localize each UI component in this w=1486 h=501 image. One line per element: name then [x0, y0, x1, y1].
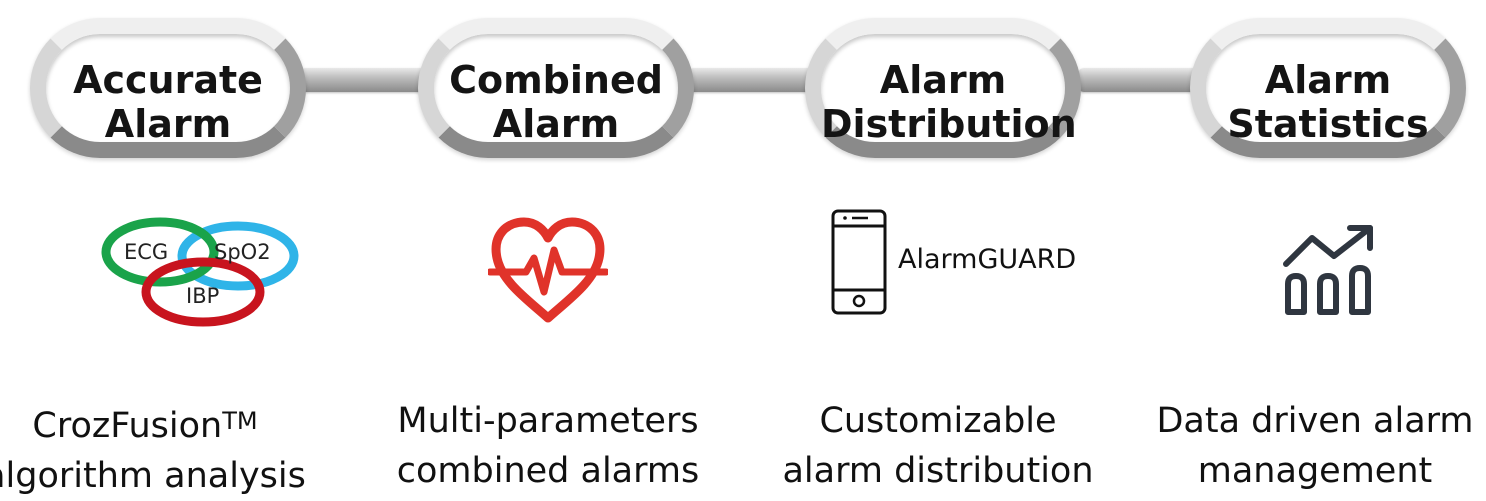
caption-line1: Multi-parameters: [397, 401, 699, 441]
bar-left: [1285, 273, 1307, 315]
smartphone-svg: [831, 209, 887, 315]
caption-line1: CrozFusionTM: [0, 396, 310, 451]
heart-outline: [491, 217, 605, 323]
chain-link-alarm-statistics: Alarm Statistics: [1190, 18, 1466, 158]
ibp-label: IBP: [186, 284, 219, 308]
ibp-ring: [141, 257, 265, 327]
caption-line1-text: CrozFusion: [32, 406, 223, 446]
link-label-line1: Combined: [449, 58, 663, 102]
link-label-line2: Statistics: [1227, 102, 1429, 146]
caption-data-driven: Data driven alarm management: [1150, 396, 1480, 496]
trend-line: [1283, 225, 1373, 267]
heart-pulse-icon: [488, 200, 608, 330]
phone-body: [831, 209, 887, 315]
caption-customizable: Customizable alarm distribution: [773, 396, 1103, 496]
chain-connector: [688, 68, 828, 92]
heart-pulse-svg: [488, 217, 608, 323]
fusion-rings-svg: ECG SpO2 IBP: [101, 217, 299, 327]
spo2-label: SpO2: [214, 240, 271, 264]
caption-line2: combined alarms: [396, 451, 700, 491]
link-label: Alarm Statistics: [1206, 58, 1450, 146]
link-label-line2: Alarm: [104, 102, 232, 146]
chain-link-alarm-distribution: Alarm Distribution: [805, 18, 1081, 158]
caption-line2: algorithm analysis: [0, 456, 306, 496]
statistics-chart-svg: [1283, 225, 1373, 315]
phone-camera: [843, 216, 847, 220]
alarmguard-label: AlarmGUARD: [898, 244, 1077, 275]
caption-line2: alarm distribution: [782, 451, 1094, 491]
link-label-line1: Accurate: [73, 58, 263, 102]
statistics-chart-icon: [1282, 200, 1382, 330]
link-label-line2: Alarm: [492, 102, 620, 146]
caption-multi-parameters: Multi-parameters combined alarms: [383, 396, 713, 496]
link-label: Combined Alarm: [434, 58, 678, 146]
trend-arrow-head: [1347, 225, 1373, 251]
smartphone-icon: [830, 200, 890, 330]
link-label: Alarm Distribution: [821, 58, 1077, 146]
link-label-line1: Alarm: [879, 58, 1007, 102]
caption-line2: management: [1197, 451, 1433, 491]
spo2-ring: [177, 221, 299, 291]
ecg-ring: [101, 217, 219, 287]
chain-link-combined-alarm: Combined Alarm: [418, 18, 694, 158]
pulse-line: [488, 246, 608, 296]
chain-link-accurate-alarm: Accurate Alarm: [30, 18, 306, 158]
link-label: Accurate Alarm: [46, 58, 290, 146]
link-label-line1: Alarm: [1264, 58, 1392, 102]
caption-line1: Customizable: [819, 401, 1057, 441]
ecg-label: ECG: [124, 240, 168, 264]
feature-chain: Accurate Alarm Combined Alarm Alarm Dist…: [0, 0, 1486, 180]
trademark-mark: TM: [222, 407, 258, 435]
chain-connector: [300, 68, 440, 92]
caption-line1: Data driven alarm: [1156, 401, 1474, 441]
bar-middle: [1317, 273, 1339, 315]
caption-crozfusion: CrozFusionTM algorithm analysis: [0, 396, 310, 501]
phone-home-button: [852, 294, 866, 308]
fusion-rings-icon: ECG SpO2 IBP: [90, 200, 310, 330]
link-label-line2: Distribution: [821, 102, 1077, 146]
bar-right: [1349, 265, 1371, 315]
